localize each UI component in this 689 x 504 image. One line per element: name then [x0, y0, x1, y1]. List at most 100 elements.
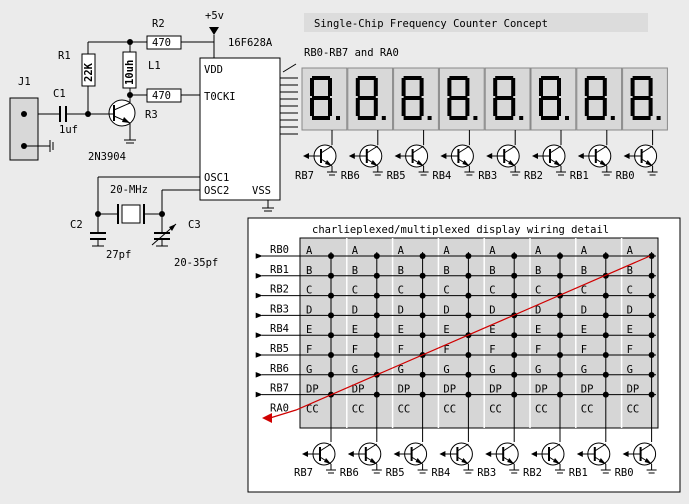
- row-label: RB0: [270, 244, 289, 256]
- c1-value: 1uf: [59, 124, 78, 136]
- display-segment: [541, 76, 559, 80]
- digit-driver-transistor: RB1: [569, 442, 611, 479]
- display-segment: [648, 78, 653, 96]
- display-segment: [632, 96, 651, 100]
- power-label: +5v: [205, 10, 224, 22]
- segment-label: G: [535, 364, 541, 376]
- digit-driver-transistor: RB7: [295, 144, 337, 182]
- digit-driver-transistor: RB2: [524, 144, 566, 182]
- segment-label: F: [489, 344, 495, 356]
- display-segment: [584, 78, 589, 96]
- c2-value: 27pf: [106, 249, 131, 261]
- digit-driver-transistor: RB4: [432, 144, 475, 182]
- segment-label: C: [627, 285, 633, 297]
- l1-label: L1: [148, 60, 161, 72]
- segment-label: E: [306, 324, 312, 336]
- segment-label: A: [398, 245, 405, 257]
- seven-segment-digit: [484, 67, 531, 131]
- seven-segment-display: [301, 67, 668, 131]
- segment-label: B: [489, 265, 495, 277]
- digit-driver-transistor: RB0: [615, 442, 657, 479]
- segment-label: CC: [535, 403, 548, 415]
- segment-label: CC: [489, 403, 502, 415]
- decimal-point: [336, 116, 340, 120]
- row-label: RB7: [270, 383, 289, 395]
- display-segment: [401, 98, 406, 116]
- segment-label: A: [352, 245, 359, 257]
- c3-label: C3: [188, 219, 201, 231]
- driver-label: RB7: [294, 467, 313, 479]
- display-segment: [630, 78, 635, 96]
- display-segment: [632, 76, 651, 80]
- segment-label: G: [398, 364, 404, 376]
- display-segment: [539, 98, 543, 116]
- segment-label: E: [627, 324, 633, 336]
- display-segment: [403, 96, 422, 100]
- decimal-point: [610, 116, 615, 120]
- j1-label: J1: [18, 76, 31, 88]
- row-label: RA0: [270, 402, 289, 414]
- segment-label: DP: [489, 384, 502, 396]
- q1-value: 2N3904: [88, 151, 126, 163]
- segment-label: A: [489, 245, 496, 257]
- display-segment: [403, 76, 422, 80]
- display-segment: [495, 76, 514, 80]
- segment-label: B: [535, 265, 541, 277]
- seven-segment-digit: [622, 67, 668, 131]
- display-segment: [632, 116, 651, 120]
- digit-driver-transistor: RB7: [294, 442, 336, 479]
- r1-label: R1: [58, 50, 71, 62]
- seven-segment-digit: [301, 67, 348, 131]
- segment-label: C: [352, 285, 358, 297]
- driver-label: RB0: [616, 170, 635, 182]
- display-segment: [449, 96, 468, 100]
- display-segment: [403, 116, 422, 120]
- display-segment: [355, 78, 360, 96]
- ic-16f628a: [199, 57, 281, 201]
- segment-label: D: [398, 304, 404, 316]
- title-box: [304, 13, 648, 32]
- seven-segment-digit: [576, 67, 623, 131]
- segment-label: C: [306, 285, 312, 297]
- segment-label: B: [581, 265, 587, 277]
- display-segment: [586, 116, 605, 120]
- display-segment: [511, 78, 516, 96]
- driver-label: RB3: [478, 170, 497, 182]
- display-segment: [584, 98, 589, 116]
- segment-label: B: [443, 265, 449, 277]
- driver-label: RB6: [340, 467, 359, 479]
- driver-label: RB7: [295, 170, 314, 182]
- decimal-point: [427, 116, 432, 120]
- segment-label: CC: [398, 403, 411, 415]
- segment-label: E: [535, 324, 541, 336]
- segment-label: B: [352, 265, 358, 277]
- pin-osc1: OSC1: [204, 172, 229, 184]
- l1-value: 10uh: [124, 60, 136, 85]
- display-segment: [449, 116, 468, 120]
- segment-label: B: [306, 265, 312, 277]
- decimal-point: [656, 116, 661, 120]
- segment-label: A: [581, 245, 588, 257]
- segment-label: G: [581, 364, 587, 376]
- detail-title: charlieplexed/multiplexed display wiring…: [312, 224, 609, 236]
- segment-label: F: [581, 344, 587, 356]
- segment-label: DP: [627, 384, 640, 396]
- display-segment: [312, 76, 330, 80]
- driver-label: RB2: [523, 467, 542, 479]
- segment-label: E: [398, 324, 404, 336]
- power-arrow: [209, 27, 219, 35]
- pin-osc2: OSC2: [204, 185, 229, 197]
- segment-label: B: [398, 265, 404, 277]
- crystal: [121, 204, 141, 224]
- segment-label: A: [535, 245, 542, 257]
- bus-label: RB0-RB7 and RA0: [304, 47, 399, 59]
- ic-output-pins: [280, 63, 298, 135]
- segment-label: A: [627, 245, 634, 257]
- segment-label: E: [443, 324, 449, 336]
- segment-label: E: [352, 324, 358, 336]
- segment-label: E: [581, 324, 587, 336]
- driver-label: RB1: [570, 170, 589, 182]
